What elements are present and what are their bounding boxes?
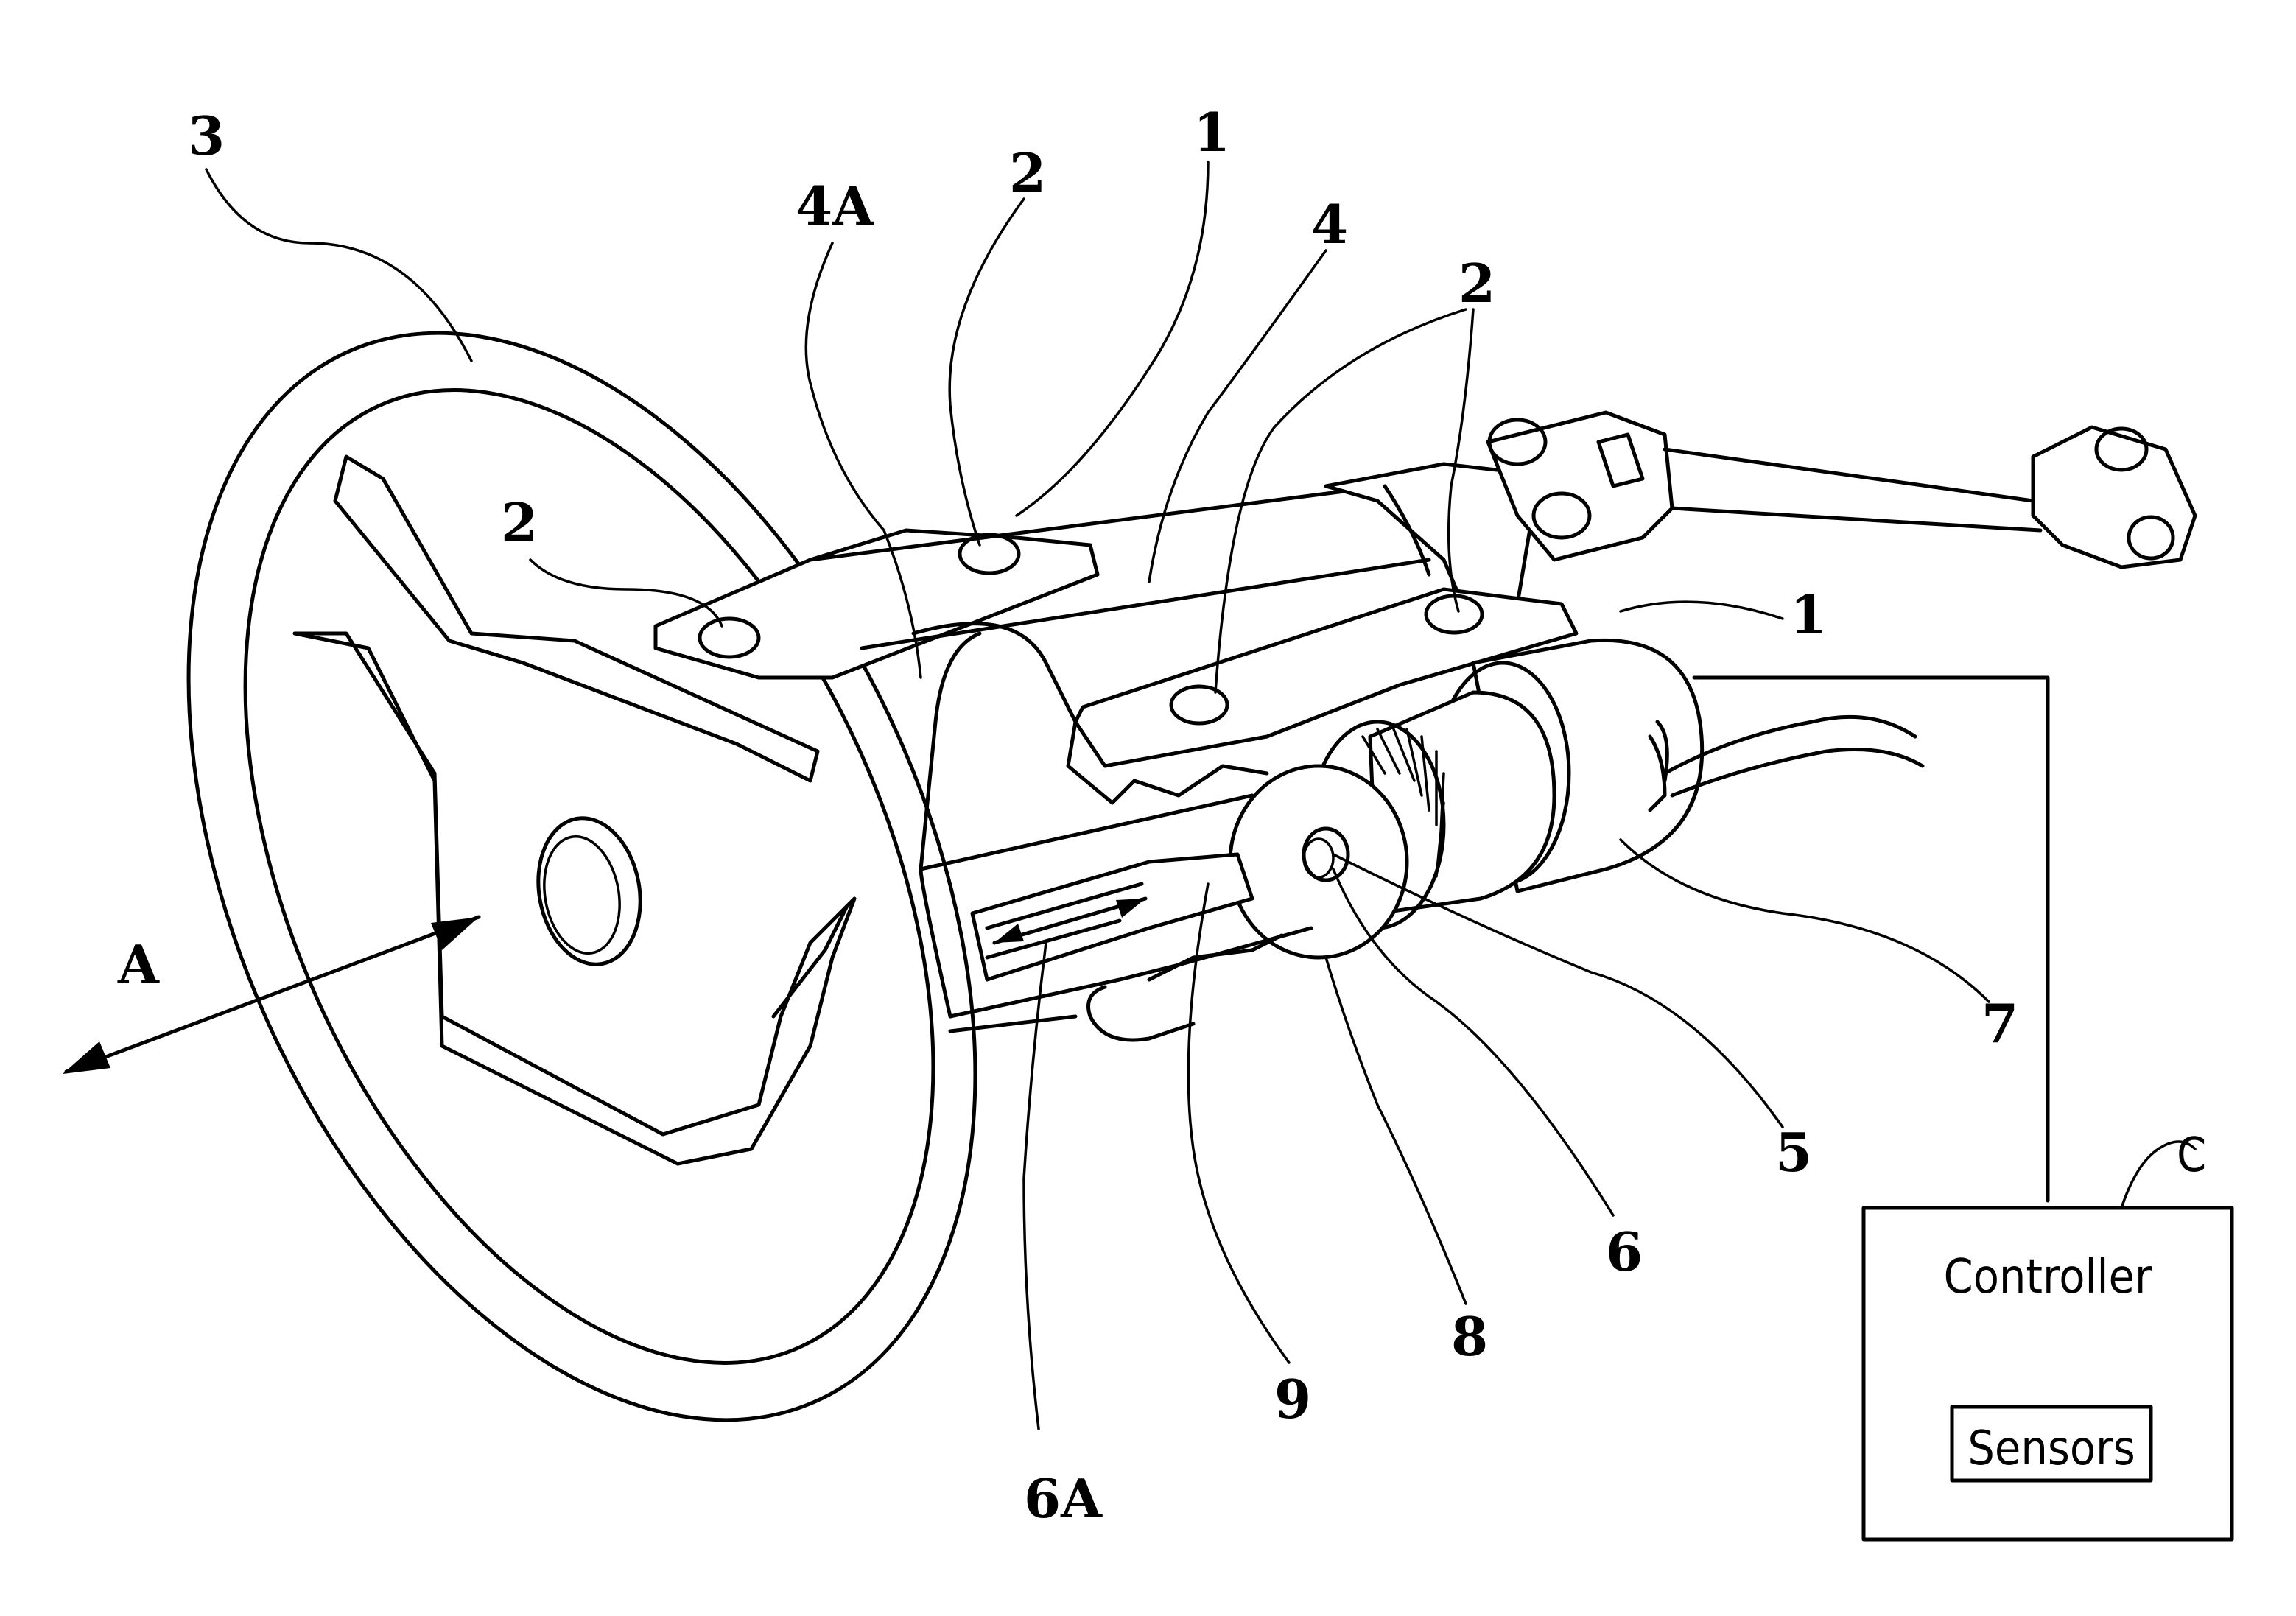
- label-6: 6: [1606, 1220, 1643, 1283]
- label-4a: 4A: [796, 175, 874, 237]
- label-9: 9: [1274, 1368, 1311, 1430]
- label-3: 3: [188, 105, 225, 167]
- label-1-top: 1: [1193, 101, 1230, 164]
- label-2-left: 2: [501, 491, 538, 554]
- reference-numerals: 3 4A 2 1 4 2 2 1 7 5 6 8 9 6A A C: [117, 101, 2206, 1530]
- controller-title: Controller: [1943, 1250, 2152, 1304]
- label-7: 7: [1981, 992, 2018, 1055]
- motor-assembly: [1228, 638, 1925, 960]
- axial-arrow: [63, 915, 481, 1074]
- sensors-label: Sensors: [1967, 1422, 2135, 1476]
- universal-joint: [1486, 410, 2197, 569]
- column-jacket: [653, 462, 1534, 1033]
- label-6a: 6A: [1024, 1467, 1103, 1530]
- right-bracket: [1066, 587, 1579, 805]
- controller-box: Controller Sensors: [1692, 675, 2234, 1542]
- label-c: C: [2177, 1128, 2206, 1183]
- label-1-right: 1: [1790, 583, 1827, 646]
- label-2-top-right: 2: [1458, 252, 1495, 315]
- label-4: 4: [1311, 193, 1348, 256]
- rack-slider: [948, 852, 1313, 1042]
- label-5: 5: [1775, 1121, 1812, 1184]
- leader-lines: [205, 161, 2197, 1430]
- steering-wheel: [186, 331, 977, 1422]
- label-a: A: [117, 933, 160, 996]
- label-2-top-mid: 2: [1009, 141, 1046, 204]
- label-8: 8: [1451, 1305, 1488, 1368]
